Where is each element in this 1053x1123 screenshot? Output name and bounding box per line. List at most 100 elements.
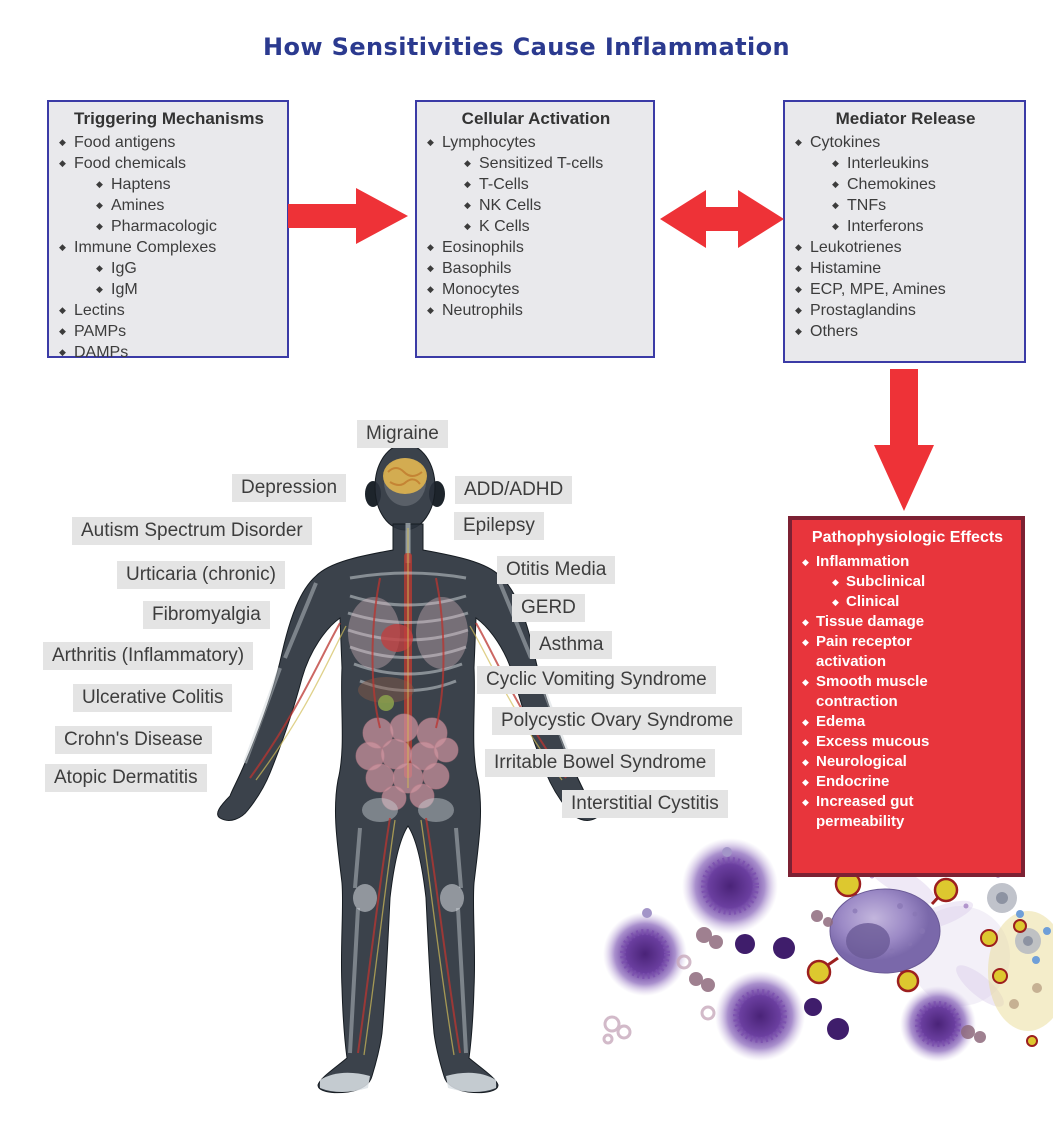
- diamond-bullet-icon: ◆: [427, 305, 434, 315]
- diamond-bullet-icon: ◆: [96, 179, 103, 189]
- list-item: ◆IgM: [96, 281, 138, 298]
- list-item: ◆Smooth muscle contraction: [802, 673, 928, 710]
- pathophysiologic-effects-box: Pathophysiologic Effects ◆Inflammation ◆…: [788, 516, 1025, 877]
- diamond-bullet-icon: ◆: [802, 737, 809, 747]
- diamond-bullet-icon: ◆: [59, 242, 66, 252]
- diamond-bullet-icon: ◆: [832, 597, 839, 607]
- condition-label: Migraine: [357, 420, 448, 448]
- diamond-bullet-icon: ◆: [96, 284, 103, 294]
- list-item: ◆Edema: [802, 713, 866, 730]
- list-item: ◆Monocytes: [427, 281, 520, 298]
- condition-label: Atopic Dermatitis: [45, 764, 207, 792]
- list-item: ◆TNFs: [832, 197, 887, 214]
- diamond-bullet-icon: ◆: [832, 179, 839, 189]
- list-item: ◆T-Cells: [464, 176, 529, 193]
- list-item: ◆Pain receptor activation: [802, 633, 912, 670]
- list-item: ◆Lymphocytes: [427, 134, 536, 151]
- list-item: ◆NK Cells: [464, 197, 542, 214]
- diamond-bullet-icon: ◆: [96, 200, 103, 210]
- diamond-bullet-icon: ◆: [464, 179, 471, 189]
- diamond-bullet-icon: ◆: [795, 263, 802, 273]
- diamond-bullet-icon: ◆: [464, 158, 471, 168]
- diamond-bullet-icon: ◆: [464, 200, 471, 210]
- diamond-bullet-icon: ◆: [427, 242, 434, 252]
- condition-label: Otitis Media: [497, 556, 616, 584]
- condition-label: Irritable Bowel Syndrome: [485, 749, 716, 777]
- condition-label: ADD/ADHD: [455, 476, 573, 504]
- diamond-bullet-icon: ◆: [802, 797, 809, 807]
- list-item: ◆Neurological: [802, 753, 907, 770]
- box-title: Triggering Mechanisms: [74, 109, 264, 128]
- diamond-bullet-icon: ◆: [795, 137, 802, 147]
- diamond-bullet-icon: ◆: [464, 221, 471, 231]
- diamond-bullet-icon: ◆: [59, 305, 66, 315]
- condition-label: Crohn's Disease: [55, 726, 212, 754]
- page-title: How Sensitivities Cause Inflammation: [262, 33, 791, 61]
- diamond-bullet-icon: ◆: [59, 137, 66, 147]
- cellular-activation-box: Cellular Activation ◆Lymphocytes ◆Sensit…: [415, 100, 655, 358]
- diamond-bullet-icon: ◆: [832, 158, 839, 168]
- list-item: ◆Histamine: [795, 260, 882, 277]
- triggering-mechanisms-box: Triggering Mechanisms ◆Food antigens ◆Fo…: [47, 100, 289, 361]
- diamond-bullet-icon: ◆: [795, 326, 802, 336]
- condition-label: Urticaria (chronic): [117, 561, 285, 589]
- box-list: ◆Food antigens ◆Food chemicals ◆Haptens …: [59, 132, 279, 363]
- arrow-right-icon: [288, 188, 408, 244]
- list-item: ◆Basophils: [427, 260, 512, 277]
- list-item: ◆Food chemicals: [59, 155, 187, 172]
- condition-label: Epilepsy: [454, 512, 544, 540]
- list-item: ◆Food antigens: [59, 134, 176, 151]
- list-item: ◆Excess mucous: [802, 733, 930, 750]
- human-body-illustration: [217, 443, 599, 1094]
- condition-label: Depression: [232, 474, 347, 502]
- diamond-bullet-icon: ◆: [795, 284, 802, 294]
- diamond-bullet-icon: ◆: [427, 137, 434, 147]
- list-item: ◆Tissue damage: [802, 613, 925, 630]
- diamond-bullet-icon: ◆: [802, 717, 809, 727]
- list-item: ◆IgG: [96, 260, 137, 277]
- diamond-bullet-icon: ◆: [59, 347, 66, 357]
- diamond-bullet-icon: ◆: [795, 305, 802, 315]
- condition-label: Arthritis (Inflammatory): [43, 642, 254, 670]
- condition-label: Autism Spectrum Disorder: [72, 517, 312, 545]
- list-item: ◆DAMPs: [59, 344, 129, 361]
- diamond-bullet-icon: ◆: [832, 577, 839, 587]
- arrow-double-icon: [660, 190, 784, 248]
- diamond-bullet-icon: ◆: [96, 263, 103, 273]
- list-item: ◆Inflammation: [802, 553, 910, 570]
- diamond-bullet-icon: ◆: [832, 221, 839, 231]
- list-item: ◆PAMPs: [59, 323, 127, 340]
- immune-cells-illustration: [602, 838, 1053, 1062]
- condition-label: Fibromyalgia: [143, 601, 270, 629]
- list-item: ◆Leukotrienes: [795, 239, 902, 256]
- diamond-bullet-icon: ◆: [427, 284, 434, 294]
- diamond-bullet-icon: ◆: [59, 158, 66, 168]
- box-list: ◆Lymphocytes ◆Sensitized T-cells ◆T-Cell…: [427, 132, 645, 321]
- diamond-bullet-icon: ◆: [96, 221, 103, 231]
- list-item: ◆Subclinical: [832, 573, 926, 590]
- list-item: ◆Endocrine: [802, 773, 890, 790]
- list-item: ◆Pharmacologic: [96, 218, 217, 235]
- list-item: ◆Increased gut permeability: [802, 793, 914, 830]
- mediator-release-box: Mediator Release ◆Cytokines ◆Interleukin…: [783, 100, 1026, 363]
- condition-label: Polycystic Ovary Syndrome: [492, 707, 743, 735]
- condition-label: GERD: [512, 594, 585, 622]
- list-item: ◆Others: [795, 323, 859, 340]
- arrow-down-icon: [874, 369, 934, 511]
- list-item: ◆Amines: [96, 197, 165, 214]
- box-list: ◆Cytokines ◆Interleukins ◆Chemokines ◆TN…: [795, 132, 1016, 342]
- diamond-bullet-icon: ◆: [802, 757, 809, 767]
- diamond-bullet-icon: ◆: [59, 326, 66, 336]
- diamond-bullet-icon: ◆: [832, 200, 839, 210]
- condition-label: Cyclic Vomiting Syndrome: [477, 666, 716, 694]
- diamond-bullet-icon: ◆: [802, 617, 809, 627]
- list-item: ◆Prostaglandins: [795, 302, 916, 319]
- box-title: Mediator Release: [835, 109, 976, 128]
- diamond-bullet-icon: ◆: [802, 677, 809, 687]
- list-item: ◆Cytokines: [795, 134, 881, 151]
- list-item: ◆Haptens: [96, 176, 171, 193]
- list-item: ◆Sensitized T-cells: [464, 155, 604, 172]
- condition-label: Asthma: [530, 631, 613, 659]
- diamond-bullet-icon: ◆: [795, 242, 802, 252]
- list-item: ◆Interferons: [832, 218, 924, 235]
